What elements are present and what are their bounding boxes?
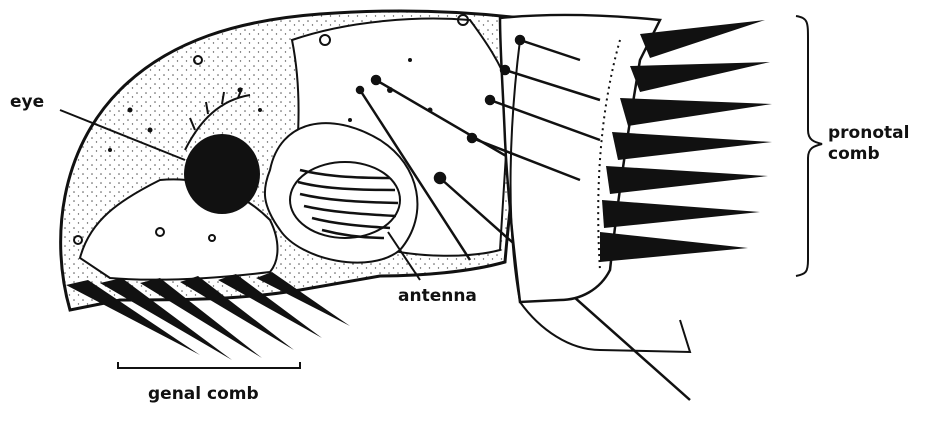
genal-comb-label: genal comb (148, 384, 259, 404)
eye-label: eye (10, 92, 44, 112)
antenna-label: antenna (398, 286, 477, 306)
eye-shape (184, 134, 260, 214)
genal-comb-bracket (118, 362, 300, 368)
pronotal-comb-label-line1: pronotal (828, 123, 909, 143)
pronotal-comb-label-line2: comb (828, 144, 880, 164)
pronotal-comb-bracket (796, 16, 822, 276)
